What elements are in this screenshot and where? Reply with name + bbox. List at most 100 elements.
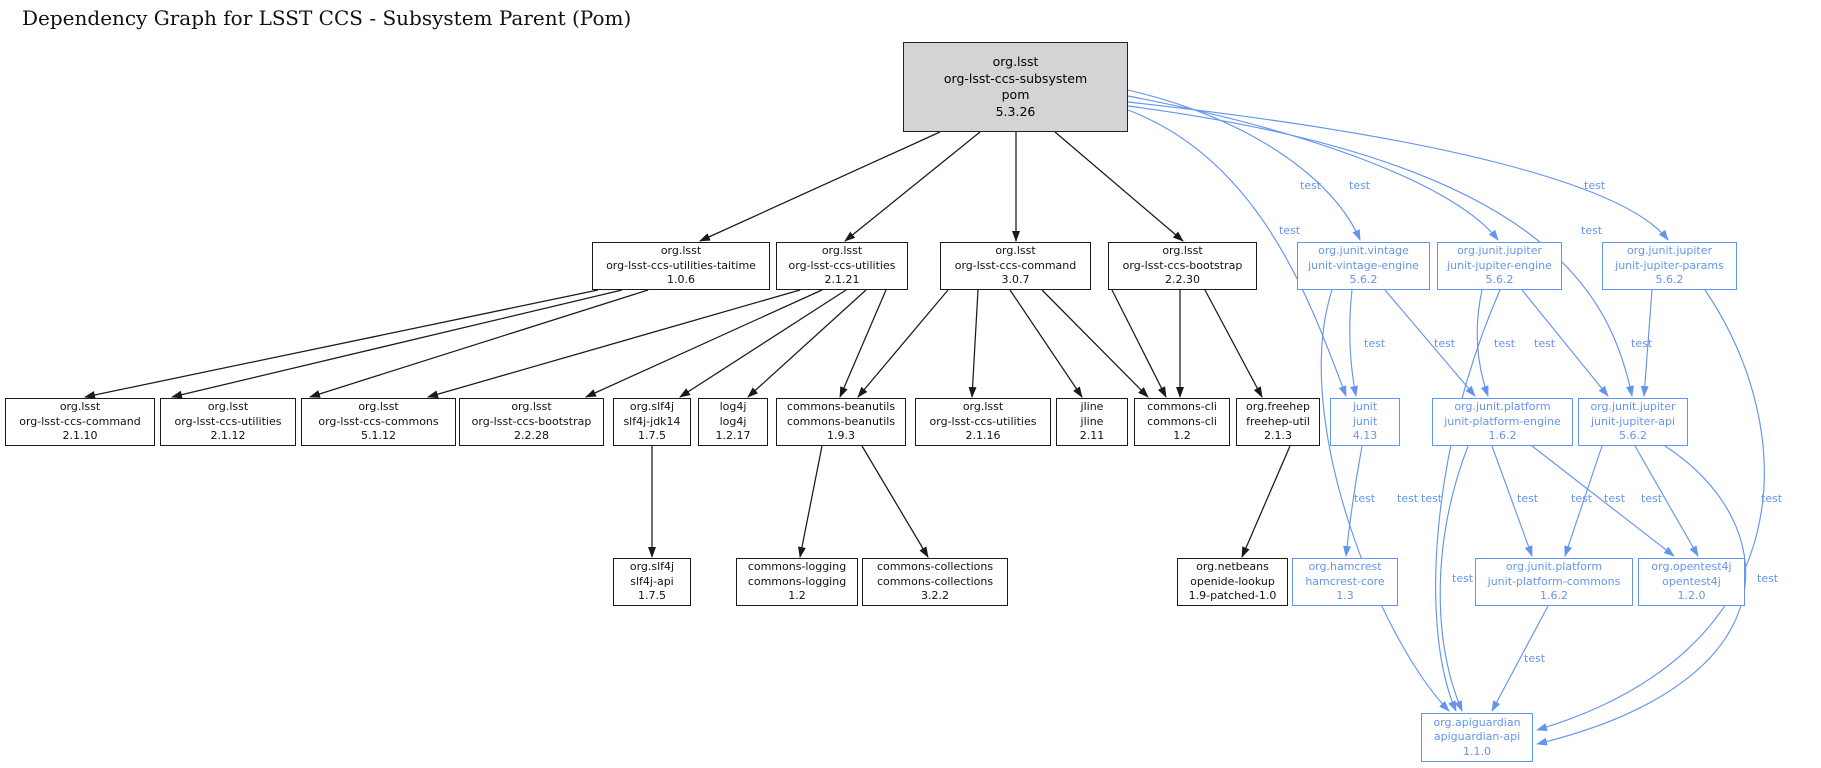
node-line: org-lsst-ccs-subsystem: [943, 70, 1088, 86]
edge-freehep-openide: [1241, 445, 1291, 558]
edge-vintage-pengine: [1384, 289, 1476, 397]
node-line: org.lsst: [660, 244, 702, 258]
edge-util21-boot28: [585, 289, 823, 398]
edge-util21-slf4jdk: [679, 289, 847, 398]
edge-label-test: test: [1524, 652, 1546, 665]
node-line: 5.6.2: [1485, 273, 1514, 287]
edge-root-taitime: [699, 131, 941, 242]
edge-label-test: test: [1761, 492, 1783, 505]
node-line: org.junit.vintage: [1318, 244, 1409, 258]
edge-label-test: test: [1354, 492, 1376, 505]
node-line: commons-logging: [747, 560, 847, 574]
node-line: jline: [1080, 400, 1104, 414]
node-line: 5.6.2: [1619, 429, 1647, 443]
edge-label-test: test: [1434, 337, 1456, 350]
node-line: org.opentest4j: [1651, 560, 1732, 574]
node-line: org-lsst-ccs-commons: [318, 414, 439, 428]
edge-beanutils-ccoll: [861, 445, 929, 558]
node-line: org.lsst: [821, 244, 863, 258]
node-line: org.lsst: [1162, 244, 1203, 258]
edge-label-test: test: [1364, 337, 1386, 350]
edge-junit4-hamcrest: [1343, 445, 1363, 557]
edge-label-test: test: [1604, 492, 1626, 505]
edge-label-test: test: [1584, 179, 1606, 192]
edge-label-test: test: [1581, 224, 1603, 237]
node-line: org-lsst-ccs-bootstrap: [471, 414, 592, 428]
node-line: junit-jupiter-api: [1590, 414, 1676, 428]
node-line: 2.2.28: [514, 429, 549, 443]
node-line: pom: [1001, 87, 1030, 102]
edge-jparams-apiguard: [1536, 289, 1765, 731]
node-line: 2.1.12: [210, 429, 246, 443]
node-line: commons-beanutils: [786, 414, 896, 428]
node-line: junit-jupiter-params: [1615, 258, 1724, 272]
edge-label-test: test: [1397, 492, 1419, 505]
node-line: commons-cli: [1147, 414, 1217, 428]
node-line: commons-collections: [876, 560, 994, 574]
edge-taitime-commons: [309, 289, 649, 398]
node-line: org.lsst: [995, 244, 1036, 258]
node-line: junit-vintage-engine: [1308, 258, 1419, 272]
node-line: apiguardian-api: [1433, 730, 1521, 744]
edge-label-test: test: [1517, 492, 1539, 505]
edge-util21-beanutils: [839, 289, 887, 398]
node-line: commons-logging: [747, 574, 847, 588]
node-line: org.lsst: [962, 400, 1004, 414]
node-line: org-lsst-ccs-utilities: [174, 414, 282, 428]
edge-label-test: test: [1571, 492, 1593, 505]
node-line: 1.2.17: [715, 429, 751, 443]
edge-jparams-japi: [1640, 289, 1653, 397]
edge-pengine-pcommons: [1491, 445, 1533, 557]
edge-root-util21: [844, 131, 981, 242]
edge-taitime-cmd10: [84, 289, 599, 399]
node-line: 2.1.16: [965, 429, 1001, 443]
edge-boot30-freehep: [1204, 289, 1263, 398]
edge-label-test: test: [1494, 337, 1516, 350]
edge-label-test: test: [1349, 179, 1371, 192]
node-line: org.slf4j: [629, 400, 675, 414]
node-line: 2.1.10: [62, 429, 98, 443]
node-line: 5.6.2: [1349, 273, 1378, 287]
edge-beanutils-clogging: [798, 445, 823, 558]
node-line: org-lsst-ccs-command: [19, 414, 141, 428]
node-line: 1.6.2: [1488, 429, 1517, 443]
node-line: 1.7.5: [638, 429, 666, 443]
node-line: 1.1.0: [1463, 744, 1491, 758]
edge-label-test: test: [1300, 179, 1322, 192]
edge-label-test: test: [1631, 337, 1653, 350]
node-line: org-lsst-ccs-utilities: [788, 258, 896, 272]
node-line: 1.9-patched-1.0: [1188, 589, 1277, 603]
node-line: org.lsst: [59, 400, 101, 414]
edge-label-test: test: [1757, 572, 1779, 585]
